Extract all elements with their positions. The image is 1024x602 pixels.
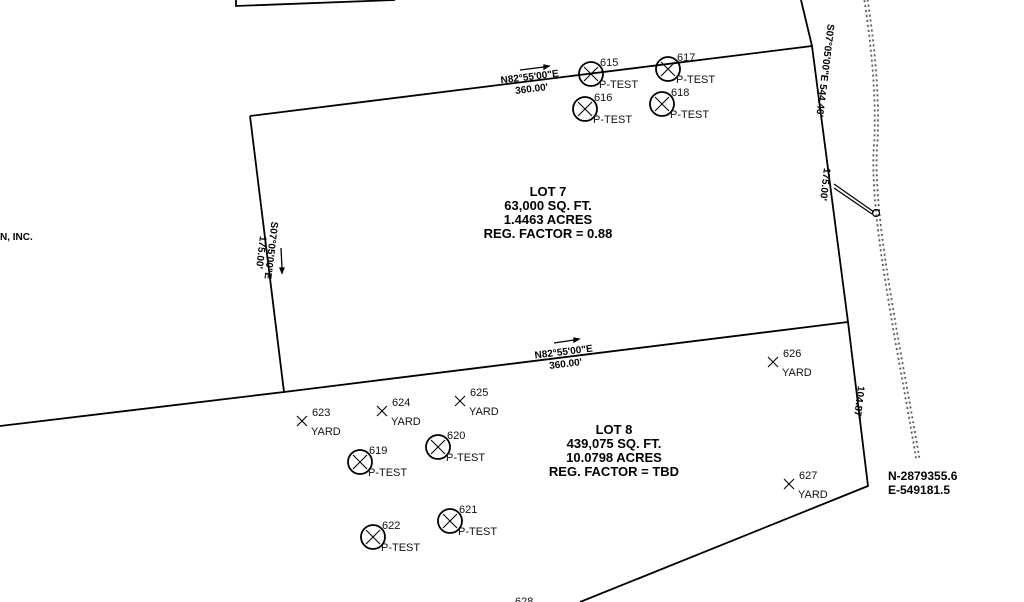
test-pit-type: P-TEST (458, 526, 497, 538)
test-pit-type: P-TEST (446, 452, 485, 464)
x-mark-icon (767, 356, 779, 368)
test-pit-type: P-TEST (381, 542, 420, 554)
test-pit-circle-icon (649, 91, 675, 117)
test-pit-circle-icon (578, 61, 604, 87)
lot7-area-sqft: 63,000 SQ. FT. (504, 198, 591, 213)
owner-name-fragment: N, INC. (0, 232, 33, 243)
test-pit-id: 619 (369, 445, 387, 457)
easting-value: E-549181.5 (888, 483, 950, 497)
top-partial-lot-line (235, 0, 396, 7)
test-pit-id: 617 (677, 52, 695, 64)
test-pit-id: 621 (459, 504, 477, 516)
x-mark-icon (454, 395, 466, 407)
lot8-area-sqft: 439,075 SQ. FT. (567, 436, 662, 451)
test-pit-circle-icon (572, 96, 598, 122)
test-pit-circle-icon (425, 434, 451, 460)
x-mark-icon (783, 478, 795, 490)
test-pit-type: P-TEST (670, 109, 709, 121)
test-pit-id: 626 (783, 348, 801, 360)
test-pit-id: 622 (382, 520, 400, 532)
test-pit-id: 615 (600, 57, 618, 69)
lot7-reg-factor: REG. FACTOR = 0.88 (484, 226, 613, 241)
x-mark-icon (296, 415, 308, 427)
test-pit-type: P-TEST (593, 114, 632, 126)
x-mark-icon (376, 405, 388, 417)
lot8-east-line (579, 321, 869, 602)
test-pit-type: P-TEST (368, 467, 407, 479)
top-distance-label: 360.00' (515, 82, 549, 97)
right-distance-label: 175.00' (817, 167, 832, 201)
mid-distance-label: 360.00' (549, 357, 583, 372)
utility-pole-icon (833, 183, 881, 218)
coordinate-label: N-2879355.6 E-549181.5 (888, 469, 958, 497)
lot8-area-acres: 10.0798 ACRES (566, 450, 662, 465)
x-mark-icon (352, 454, 368, 470)
test-pit-type: YARD (391, 416, 421, 428)
test-pit-628: 628 (515, 596, 533, 602)
test-pit-circle-icon (437, 508, 463, 534)
test-pit-circle-icon (655, 56, 681, 82)
x-mark-icon (577, 101, 593, 117)
test-pit-id: 625 (470, 387, 488, 399)
test-pit-id: 624 (392, 397, 410, 409)
lot8-west-line (0, 391, 285, 427)
x-mark-icon (654, 96, 670, 112)
lot8-label: LOT 8 439,075 SQ. FT. 10.0798 ACRES REG.… (549, 422, 679, 479)
test-pit-id: 618 (671, 87, 689, 99)
x-mark-icon (365, 529, 381, 545)
lot-lines (0, 0, 869, 602)
test-pit-id: 628 (515, 596, 533, 602)
test-pit-type: P-TEST (676, 74, 715, 86)
test-pit-type: YARD (782, 367, 812, 379)
test-pit-id: 616 (594, 92, 612, 104)
test-pit-id: 623 (312, 407, 330, 419)
x-mark-icon (583, 66, 599, 82)
stone-wall-line (863, 0, 921, 461)
lot7-label: LOT 7 63,000 SQ. FT. 1.4463 ACRES REG. F… (484, 184, 613, 241)
lot8-reg-factor: REG. FACTOR = TBD (549, 464, 679, 479)
lot8-name: LOT 8 (596, 422, 633, 437)
test-pits: 615P-TEST616P-TEST617P-TEST618P-TEST619P… (296, 52, 828, 602)
lot7-name: LOT 7 (530, 184, 567, 199)
test-pit-id: 627 (799, 470, 817, 482)
test-pit-type: YARD (469, 406, 499, 418)
left-distance-label: 175.00' (253, 235, 268, 269)
right-boundary-line (800, 0, 813, 47)
x-mark-icon (660, 61, 676, 77)
test-pit-circle-icon (360, 524, 386, 550)
right-bearing-label: S07°05'00"E 544.46' (813, 23, 835, 117)
test-pit-type: P-TEST (599, 79, 638, 91)
northing-value: N-2879355.6 (888, 469, 958, 483)
x-mark-icon (430, 439, 446, 455)
bearing-arrows (279, 64, 581, 344)
test-pit-type: YARD (311, 426, 341, 438)
x-mark-icon (442, 513, 458, 529)
test-pit-circle-icon (347, 449, 373, 475)
lower-right-distance-label: 104.87' (851, 385, 866, 419)
lot7-area-acres: 1.4463 ACRES (504, 212, 593, 227)
test-pit-type: YARD (798, 489, 828, 501)
test-pit-id: 620 (447, 430, 465, 442)
